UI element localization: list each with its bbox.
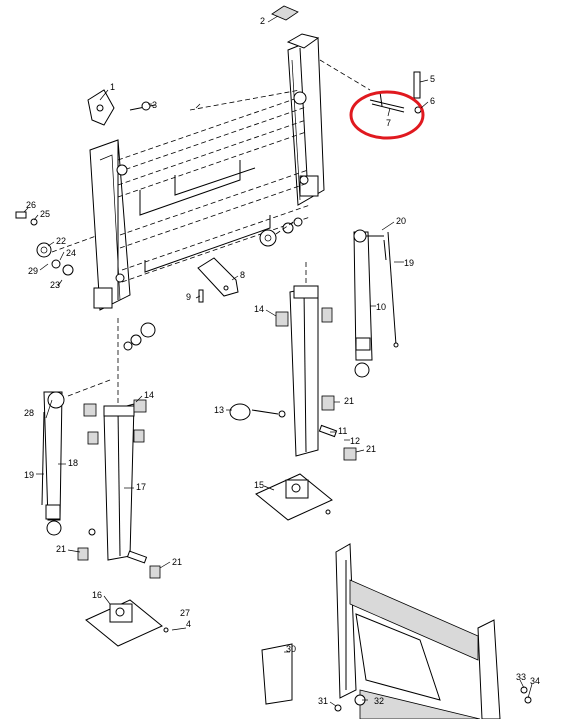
callout-21-d: 21 (172, 557, 182, 567)
left-lift-cylinder (41, 379, 111, 536)
callout-1: 1 (110, 82, 115, 92)
callout-21-c: 21 (56, 544, 66, 554)
callout-31: 31 (318, 696, 328, 706)
callout-23: 23 (50, 280, 60, 290)
callout-16: 16 (92, 590, 102, 600)
callout-12: 12 (350, 436, 360, 446)
callout-21-b: 21 (366, 444, 376, 454)
highlight-circle (349, 90, 425, 140)
callout-7: 7 (386, 118, 391, 128)
bracket-assemblies (85, 473, 333, 647)
callout-34: 34 (530, 676, 540, 686)
carriage-assembly (261, 543, 532, 719)
callout-14-center: 14 (254, 304, 264, 314)
left-hardware (15, 211, 97, 276)
callout-11: 11 (338, 426, 347, 436)
callout-32: 32 (374, 696, 384, 706)
callout-4: 4 (186, 619, 191, 629)
callout-13: 13 (214, 405, 224, 415)
callout-14-left: 14 (144, 390, 154, 400)
callout-leaders (23, 15, 533, 707)
right-lift-cylinder (353, 229, 399, 378)
callout-25: 25 (40, 209, 50, 219)
callout-9: 9 (186, 292, 191, 302)
callout-labels: 1 2 3 4 5 6 7 8 9 10 11 12 13 14 14 15 1… (24, 16, 540, 706)
mid-hardware (259, 217, 303, 247)
callout-33: 33 (516, 672, 526, 682)
callout-8: 8 (240, 270, 245, 280)
callout-18: 18 (68, 458, 78, 468)
callout-20: 20 (396, 216, 406, 226)
callout-3: 3 (152, 100, 157, 110)
callout-30: 30 (286, 644, 296, 654)
left-inner-mast (77, 318, 161, 579)
callout-21-a: 21 (344, 396, 354, 406)
callout-2: 2 (260, 16, 265, 26)
callout-19-right: 19 (404, 258, 414, 268)
callout-26: 26 (26, 200, 36, 210)
callout-19-left: 19 (24, 470, 34, 480)
callout-29: 29 (28, 266, 38, 276)
callout-15: 15 (254, 480, 264, 490)
callout-17: 17 (136, 482, 146, 492)
callout-6: 6 (430, 96, 435, 106)
callout-28: 28 (24, 408, 34, 418)
center-inner-mast (229, 262, 357, 461)
callout-22: 22 (56, 236, 66, 246)
callout-27: 27 (180, 608, 190, 618)
callout-10: 10 (376, 302, 386, 312)
upper-mast-frame (87, 5, 425, 311)
callout-5: 5 (430, 74, 435, 84)
callout-24: 24 (66, 248, 76, 258)
